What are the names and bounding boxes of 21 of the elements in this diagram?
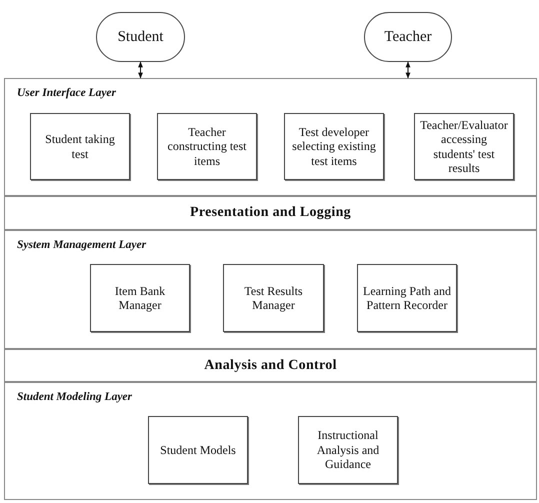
double-arrow — [138, 61, 143, 79]
double-arrow — [406, 61, 410, 79]
layer-title: User Interface Layer — [17, 87, 116, 99]
actor-terminator: Teacher — [364, 12, 452, 62]
layer-panel — [4, 382, 537, 500]
component-box: Student Models — [148, 416, 248, 484]
component-box: Teacher constructing test items — [157, 113, 257, 180]
component-box: Item Bank Manager — [90, 264, 190, 332]
layer-panel — [4, 230, 537, 349]
component-box: Learning Path and Pattern Recorder — [357, 264, 457, 332]
component-box: Test developer selecting existing test items — [284, 113, 384, 180]
layer-panel — [4, 78, 537, 196]
component-box: Instructional Analysis and Guidance — [298, 416, 398, 484]
layer-title: System Management Layer — [17, 239, 146, 251]
layer-title: Student Modeling Layer — [17, 391, 132, 403]
actor-terminator: Student — [96, 12, 185, 62]
component-box: Teacher/Evaluator accessing students' test results — [414, 113, 514, 180]
layer-band: Presentation and Logging — [4, 196, 537, 230]
component-box: Student taking test — [30, 113, 130, 180]
layer-band: Analysis and Control — [4, 349, 537, 382]
component-box: Test Results Manager — [223, 264, 324, 332]
